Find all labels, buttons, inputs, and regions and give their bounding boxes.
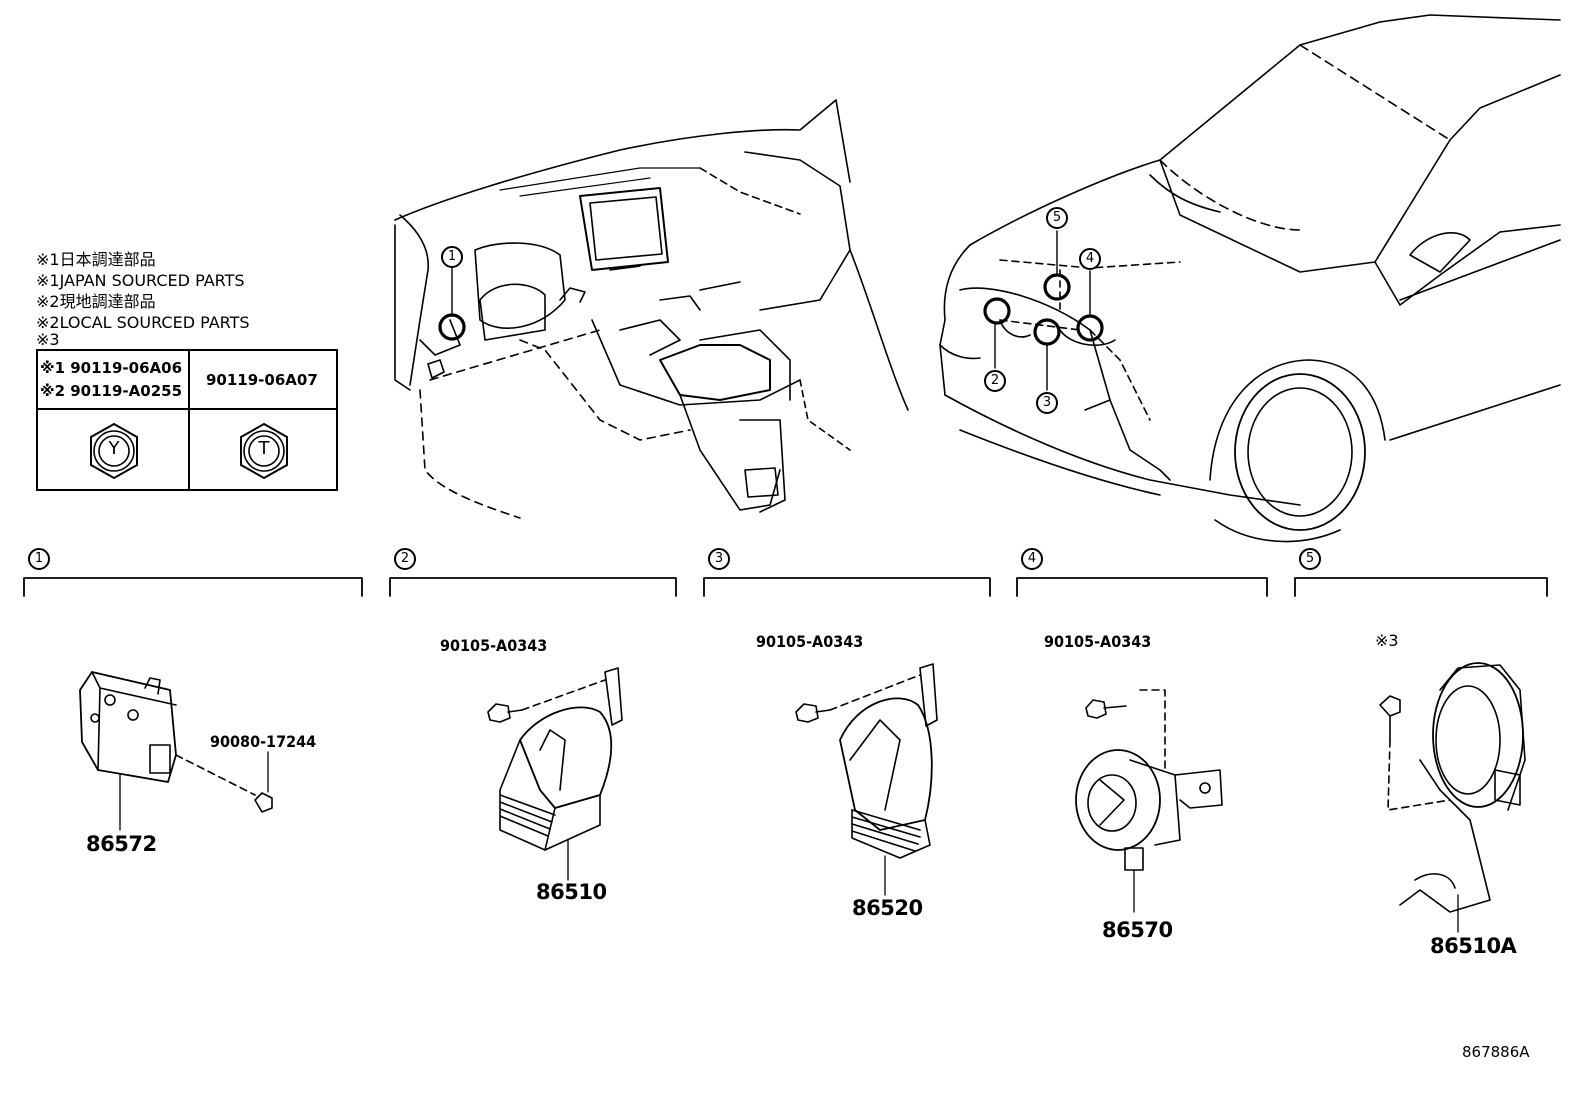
legend-local-en: ※2LOCAL SOURCED PARTS — [36, 313, 250, 332]
section-5-number: 5 — [1299, 548, 1321, 570]
callout-1-dashboard: 1 — [441, 246, 463, 268]
table-part-alt: 90119-06A07 — [206, 371, 318, 389]
callout-4-car: 4 — [1079, 248, 1101, 270]
section-1-number: 1 — [28, 548, 50, 570]
part-number-86510A: 86510A — [1430, 934, 1517, 958]
part-86572-drawing — [79, 671, 273, 831]
dashboard-illustration — [394, 99, 909, 519]
note-3-marker: ※3 — [1375, 631, 1399, 650]
callout-5-car: 5 — [1046, 207, 1068, 229]
section-4-number: 4 — [1021, 548, 1043, 570]
part-number-86570: 86570 — [1102, 918, 1173, 942]
part-number-90105-A0343-sec3: 90105-A0343 — [756, 632, 864, 651]
callout-2-car: 2 — [984, 370, 1006, 392]
part-number-86572: 86572 — [86, 832, 157, 856]
part-number-86510: 86510 — [536, 880, 607, 904]
part-number-86520: 86520 — [852, 896, 923, 920]
section-2-number: 2 — [394, 548, 416, 570]
figure-id: 867886A — [1462, 1043, 1530, 1061]
legend-japan-jp: ※1日本調達部品 — [36, 250, 156, 269]
nut-y-letter: Y — [108, 438, 120, 459]
table-part-japan: ※1 90119-06A06 — [40, 359, 183, 377]
part-number-90105-A0343-sec4: 90105-A0343 — [1044, 632, 1152, 651]
legend-local-jp: ※2現地調達部品 — [36, 292, 156, 311]
legend-note-3: ※3 — [36, 330, 60, 349]
nut-y-icon — [90, 422, 138, 480]
part-86510-drawing — [487, 667, 623, 881]
section-3-number: 3 — [708, 548, 730, 570]
nut-t-icon — [240, 422, 288, 480]
part-number-90080-17244: 90080-17244 — [210, 732, 317, 751]
callout-3-car: 3 — [1036, 392, 1058, 414]
part-86570-drawing — [1075, 689, 1223, 913]
nut-t-letter: T — [258, 438, 270, 459]
part-number-90105-A0343-sec2: 90105-A0343 — [440, 636, 548, 655]
car-front-illustration — [939, 14, 1561, 543]
section-brackets — [23, 577, 1548, 597]
part-86510A-drawing — [1379, 662, 1526, 933]
table-part-local: ※2 90119-A0255 — [40, 382, 183, 400]
part-86520-drawing — [795, 663, 938, 896]
nut-table: ※1 90119-06A06 ※2 90119-A0255 90119-06A0… — [36, 349, 338, 491]
legend-japan-en: ※1JAPAN SOURCED PARTS — [36, 271, 245, 290]
